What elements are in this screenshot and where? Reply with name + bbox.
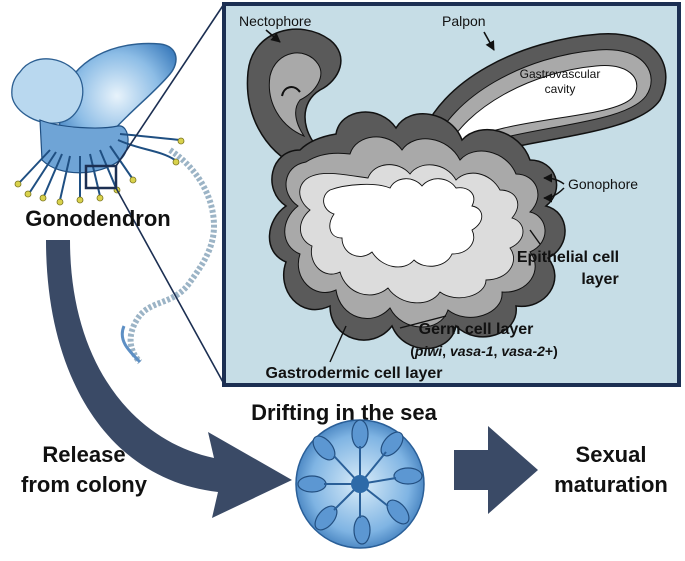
siphonophore-bell — [11, 58, 84, 124]
release-arrow — [46, 240, 292, 518]
label-epithelial-line2: layer — [581, 271, 618, 288]
free-gonodendron-illustration — [295, 419, 425, 549]
label-drifting: Drifting in the sea — [251, 400, 438, 425]
label-germ-genes: (piwi, vasa-1, vasa-2+) — [410, 343, 558, 359]
label-gonophore: Gonophore — [568, 176, 638, 192]
siphonophore-coiled-tentacle — [127, 147, 218, 365]
label-gastrodermic: Gastrodermic cell layer — [266, 365, 443, 382]
label-cavity-line1: Gastrovascular — [520, 67, 601, 81]
label-release-line1: Release — [42, 442, 125, 467]
siphonophore-tentacles — [19, 133, 181, 201]
label-epithelial-line1: Epithelial cell — [517, 249, 619, 266]
label-palpon: Palpon — [442, 13, 486, 29]
label-gonodendron: Gonodendron — [25, 206, 170, 231]
label-cavity-line2: cavity — [545, 82, 576, 96]
label-release-line2: from colony — [21, 472, 148, 497]
label-germ-line1: Germ cell layer — [419, 321, 534, 338]
label-sexual-line1: Sexual — [576, 442, 647, 467]
gonodendron-cross-section — [246, 28, 667, 350]
siphonophore-colony — [11, 3, 225, 385]
label-sexual-line2: maturation — [554, 472, 668, 497]
gonophore-cluster — [268, 111, 566, 350]
nectophore-structure — [246, 28, 342, 169]
label-nectophore: Nectophore — [239, 13, 312, 29]
gonodendron-zoom-box — [84, 164, 118, 190]
panel-labels: Nectophore Palpon Gastrovascular cavity … — [239, 13, 638, 382]
maturation-arrow — [454, 426, 538, 514]
